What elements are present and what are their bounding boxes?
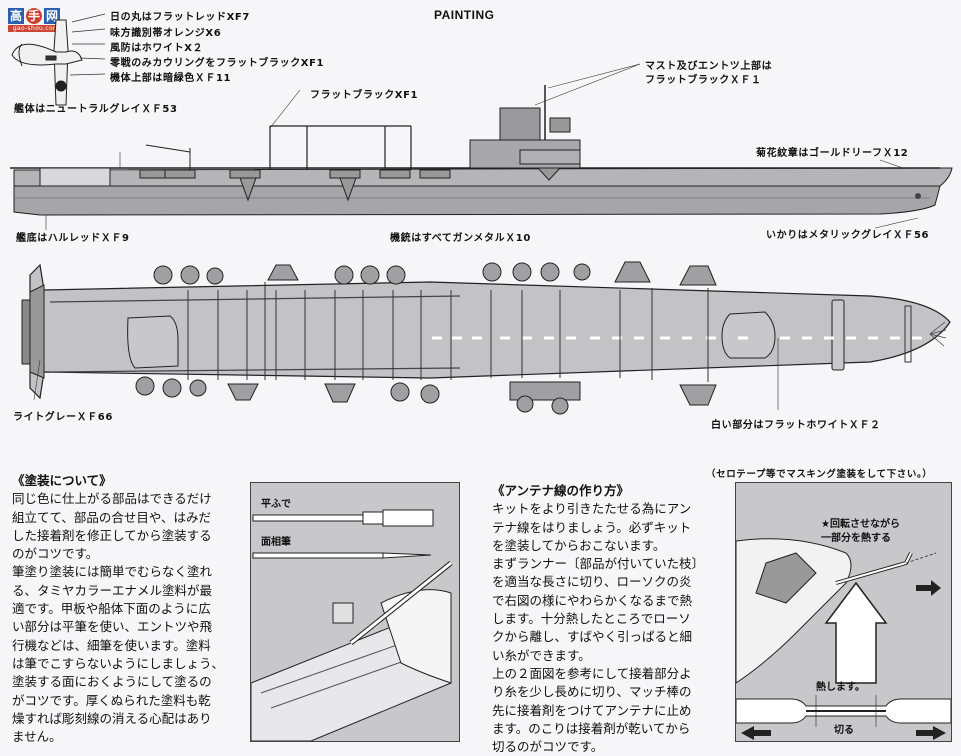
painting-line: い部分は平筆を使い、エントツや飛 [12, 619, 213, 635]
painting-line: がコツです。厚くぬられた塗料も乾 [12, 692, 211, 708]
painting-heading: 《塗装について》 [12, 473, 112, 488]
rotate-label-2: 一部分を熱する [821, 533, 891, 544]
watermark-logo: 高 手 网 gao-shou.com [8, 8, 64, 36]
flat-brush-icon [252, 509, 434, 527]
flat-brush-label: 平ふで [261, 499, 291, 510]
painting-line: る、タミヤカラーエナメル塗料が最 [12, 582, 213, 598]
fine-brush-icon [252, 552, 432, 559]
antenna-line: 先に接着剤をつけてアンテナに止め [492, 702, 692, 718]
callout-cowling: 零戦のみカウリングをフラットブラックXF1 [110, 58, 325, 69]
callout-windshield: 風防はホワイトX２ [110, 43, 204, 54]
side-leader-lines [45, 63, 919, 230]
antenna-line: テナ線をはりましょう。必ずキット [492, 519, 692, 535]
callout-bottom: 艦底はハルレッドＸＦ9 [16, 233, 130, 244]
callout-id-band: 味方識別帯オレンジX6 [110, 28, 222, 39]
pull-right-arrow-icon [916, 726, 946, 740]
antenna-section: 《アンテナ線の作り方》 キットをより引きたたせる為にアン テナ線をはりましょう。… [492, 482, 727, 756]
painting-line: 同じ色に仕上がる部品はできるだけ [12, 491, 212, 507]
up-arrow-icon [824, 581, 888, 684]
watermark-url: gao-shou.com [8, 25, 64, 32]
arrestor-wires [187, 282, 709, 382]
painting-line: 燥すれば彫刻線の消える心配はあり [12, 710, 212, 726]
watermark-char: 手 [26, 8, 42, 24]
top-view-ship [21, 261, 951, 415]
pull-left-arrow-icon [741, 726, 771, 740]
painting-line: は筆でこすらないようにしましょう、 [12, 655, 225, 671]
hand-holding-runner-icon [736, 538, 937, 684]
antenna-line: します。十分熱したところでローソ [492, 611, 691, 627]
painting-section: 《塗装について》 同じ色に仕上がる部品はできるだけ 組立てて、部品の合せ目や、は… [12, 472, 247, 746]
antenna-line: クから離し、すばやく引っぱると細 [492, 629, 693, 645]
masking-note: （セロテープ等でマスキング塗装をして下さい。） [706, 469, 933, 480]
runner-drawing [736, 538, 951, 740]
antenna-heading: 《アンテナ線の作り方》 [492, 483, 630, 498]
heat-label: 熱します。 [816, 682, 865, 693]
side-view-ship [10, 85, 953, 216]
antenna-line: 切るのがコツです。 [492, 739, 604, 755]
callout-antenna: フラットブラックXF1 [310, 90, 419, 101]
callout-mast-1: マスト及びエントツ上部は [645, 61, 773, 72]
rotate-label-1: ★回転させながら [821, 519, 900, 530]
antenna-line: り糸を少し長めに切り、マッチ棒の [492, 684, 692, 700]
aircraft-leader-lines [69, 13, 106, 76]
painting-line: ません。 [12, 729, 62, 745]
brush-illustration: 平ふで 面相筆 [250, 482, 460, 742]
callout-upper-body: 機体上部は暗緑色ＸＦ11 [110, 73, 232, 84]
painting-line: 塗装する面におくようにして塗るの [12, 674, 212, 690]
callout-white-parts: 白い部分はフラットホワイトＸＦ２ [711, 420, 881, 431]
antenna-line: 上の２面図を参考にして接着部分よ [492, 665, 692, 681]
callout-guns: 機銃はすべてガンメタルＸ10 [390, 233, 531, 244]
page-title: PAINTING [434, 8, 495, 22]
painting-line: 組立てて、部品の合せ目や、はみだ [12, 509, 212, 525]
watermark-char: 高 [8, 8, 24, 24]
callout-hull: 艦体はニュートラルグレイＸＦ53 [14, 104, 178, 115]
painting-line: 適です。甲板や船体下面のように広 [12, 601, 211, 617]
fine-brush-label: 面相筆 [261, 537, 291, 548]
antenna-line: で右図の様にやわらかくなるまで熱 [492, 592, 693, 608]
antenna-line: キットをより引きたたせる為にアン [492, 501, 692, 517]
callout-deck: ライトグレーＸＦ66 [13, 412, 113, 423]
painting-line: 筆塗り塗装には簡単でむらなく塗れ [12, 564, 213, 580]
aircraft-icon [11, 19, 83, 106]
top-leader-lines [33, 338, 779, 410]
painting-line: した接着剤を修正してから塗装する [12, 527, 212, 543]
cut-label: 切る [834, 725, 854, 736]
antenna-line: まずランナー〔部品が付いていた枝〕 [492, 556, 705, 572]
right-arrow-icon [916, 580, 941, 596]
callout-anchor: いかりはメタリックグレイＸＦ56 [766, 230, 930, 241]
antenna-line: を塗装してからおこないます。 [492, 537, 666, 553]
bow-crest-lines [929, 321, 947, 347]
painting-line: 行機などは、細筆を使います。塗料 [12, 637, 211, 653]
antenna-line: を適当な長さに切り、ローソクの炎 [492, 574, 692, 590]
callout-hinomaru: 日の丸はフラットレッドXF7 [110, 12, 250, 23]
antenna-line: ます。のこりは接着剤が乾いてから [492, 720, 691, 736]
callout-mast-2: フラットブラックＸＦ１ [645, 75, 762, 86]
brush-drawing [251, 509, 453, 741]
painting-line: のがコツです。 [12, 546, 99, 562]
callout-crest: 菊花紋章はゴールドリーフＸ12 [756, 148, 909, 159]
hand-painting-ship-icon [251, 561, 453, 741]
antenna-line: い糸ができます。 [492, 647, 591, 663]
stretched-runner-icon [736, 695, 951, 727]
runner-heating-illustration: ★回転させながら 一部分を熱する 熱します。 切る [735, 482, 952, 742]
